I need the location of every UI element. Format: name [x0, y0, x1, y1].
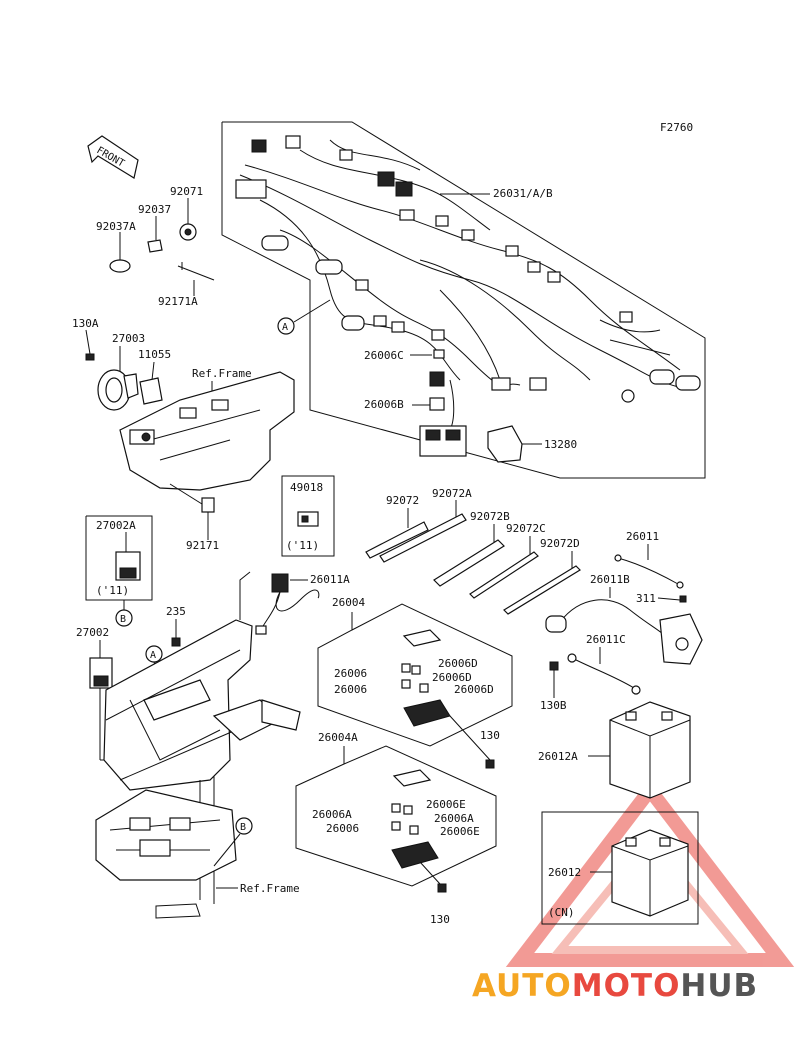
- label-92072c: 92072C: [506, 522, 546, 535]
- label-26011a: 26011A: [310, 573, 350, 586]
- main-harness-box: [221, 121, 706, 479]
- label-26006e-b: 26006E: [440, 825, 480, 838]
- box-26012-cn: [541, 811, 699, 925]
- fuse-box-26004a: [391, 769, 439, 869]
- label-27002: 27002: [76, 626, 109, 639]
- svg-text:B: B: [240, 822, 246, 833]
- frame-front: [119, 371, 295, 491]
- label-26006d-a: 26006D: [438, 657, 478, 670]
- label-92171: 92171: [186, 539, 219, 552]
- svg-text:AUTOMOTOHUB: AUTOMOTOHUB: [472, 968, 758, 1004]
- harness-26011a: [255, 573, 320, 635]
- label-130-a: 130: [480, 729, 500, 742]
- bracket-92171: [169, 483, 215, 540]
- label-130-b: 130: [430, 913, 450, 926]
- relay-26006b: [412, 397, 467, 457]
- band-92037a: [109, 232, 131, 273]
- note-49018: ('11): [286, 539, 319, 552]
- label-27002a: 27002A: [96, 519, 136, 532]
- ref-frame-top: Ref.Frame: [192, 367, 252, 380]
- label-26006-a: 26006: [334, 667, 367, 680]
- label-26012a: 26012A: [538, 750, 578, 763]
- label-11055: 11055: [138, 348, 171, 361]
- grommet-92071: [179, 198, 197, 241]
- cover-13280: [487, 425, 542, 463]
- label-26004: 26004: [332, 596, 365, 609]
- label-26006d-c: 26006D: [454, 683, 494, 696]
- ref-frame-bottom: Ref.Frame: [240, 882, 300, 895]
- label-92072a: 92072A: [432, 487, 472, 500]
- label-92072d: 92072D: [540, 537, 580, 550]
- watermark-logo: [505, 778, 795, 967]
- relay-26006c: [410, 349, 445, 387]
- box-27002a: [85, 515, 153, 601]
- bolt-130a: [85, 329, 95, 361]
- label-26011b: 26011B: [590, 573, 630, 586]
- label-26012: 26012: [548, 866, 581, 879]
- cable-26011b: [545, 587, 703, 665]
- label-26004a: 26004A: [318, 731, 358, 744]
- battery-26012a: [588, 701, 691, 799]
- label-92037a: 92037A: [96, 220, 136, 233]
- tie-bands: [365, 500, 581, 615]
- front-arrow-icon: FRONT: [87, 135, 139, 179]
- label-26006b: 26006B: [364, 398, 404, 411]
- label-26006a-b: 26006A: [434, 812, 474, 825]
- svg-text:A: A: [150, 650, 156, 661]
- bolt-311: [657, 595, 687, 603]
- label-92037: 92037: [138, 203, 171, 216]
- label-26006d-b: 26006D: [432, 671, 472, 684]
- label-26006-c: 26006: [326, 822, 359, 835]
- bracket-92171a: [177, 262, 215, 296]
- note-26012: (CN): [548, 906, 575, 919]
- label-26011: 26011: [626, 530, 659, 543]
- label-130a: 130A: [72, 317, 99, 330]
- figure-code: F2760: [660, 121, 693, 134]
- watermark-text: AUTOMOTOHUB: [472, 968, 758, 1004]
- bolt-130-b: [419, 861, 447, 893]
- box-26004a: [295, 745, 497, 887]
- main-wiring-harness: [235, 135, 701, 431]
- ref-b-lower: B: [213, 817, 253, 867]
- bolt-130-a: [449, 715, 495, 769]
- label-26011c: 26011C: [586, 633, 626, 646]
- fuse-box-26004: [401, 629, 451, 727]
- label-26006-b: 26006: [334, 683, 367, 696]
- label-26006a-a: 26006A: [312, 808, 352, 821]
- label-26006e-a: 26006E: [426, 798, 466, 811]
- label-235: 235: [166, 605, 186, 618]
- clamp-92037: [147, 216, 163, 253]
- battery-26012: [590, 829, 689, 917]
- bolt-130b: [549, 661, 559, 698]
- box-26004: [317, 603, 513, 747]
- label-92072b: 92072B: [470, 510, 510, 523]
- label-27003: 27003: [112, 332, 145, 345]
- cable-26011c: [567, 647, 641, 695]
- label-26006c: 26006C: [364, 349, 404, 362]
- label-49018: 49018: [290, 481, 323, 494]
- bolt-235: [171, 619, 181, 647]
- svg-text:A: A: [282, 322, 288, 333]
- label-92171a: 92171A: [158, 295, 198, 308]
- box-49018: [281, 475, 335, 557]
- label-92072: 92072: [386, 494, 419, 507]
- relay-27002a: [115, 532, 141, 581]
- note-27002a: ('11): [96, 584, 129, 597]
- label-26031: 26031/A/B: [493, 187, 553, 200]
- cable-26011: [614, 544, 684, 589]
- svg-text:B: B: [120, 614, 126, 625]
- label-311: 311: [636, 592, 656, 605]
- ref-b-top: B: [115, 600, 133, 627]
- label-130b: 130B: [540, 699, 567, 712]
- label-13280: 13280: [544, 438, 577, 451]
- ref-a-harness: A: [277, 299, 331, 335]
- bracket-11055: [139, 361, 163, 405]
- relay-49018: [297, 511, 319, 527]
- rear-frame-carrier: [95, 571, 301, 919]
- horn-27003: [97, 346, 139, 411]
- label-92071: 92071: [170, 185, 203, 198]
